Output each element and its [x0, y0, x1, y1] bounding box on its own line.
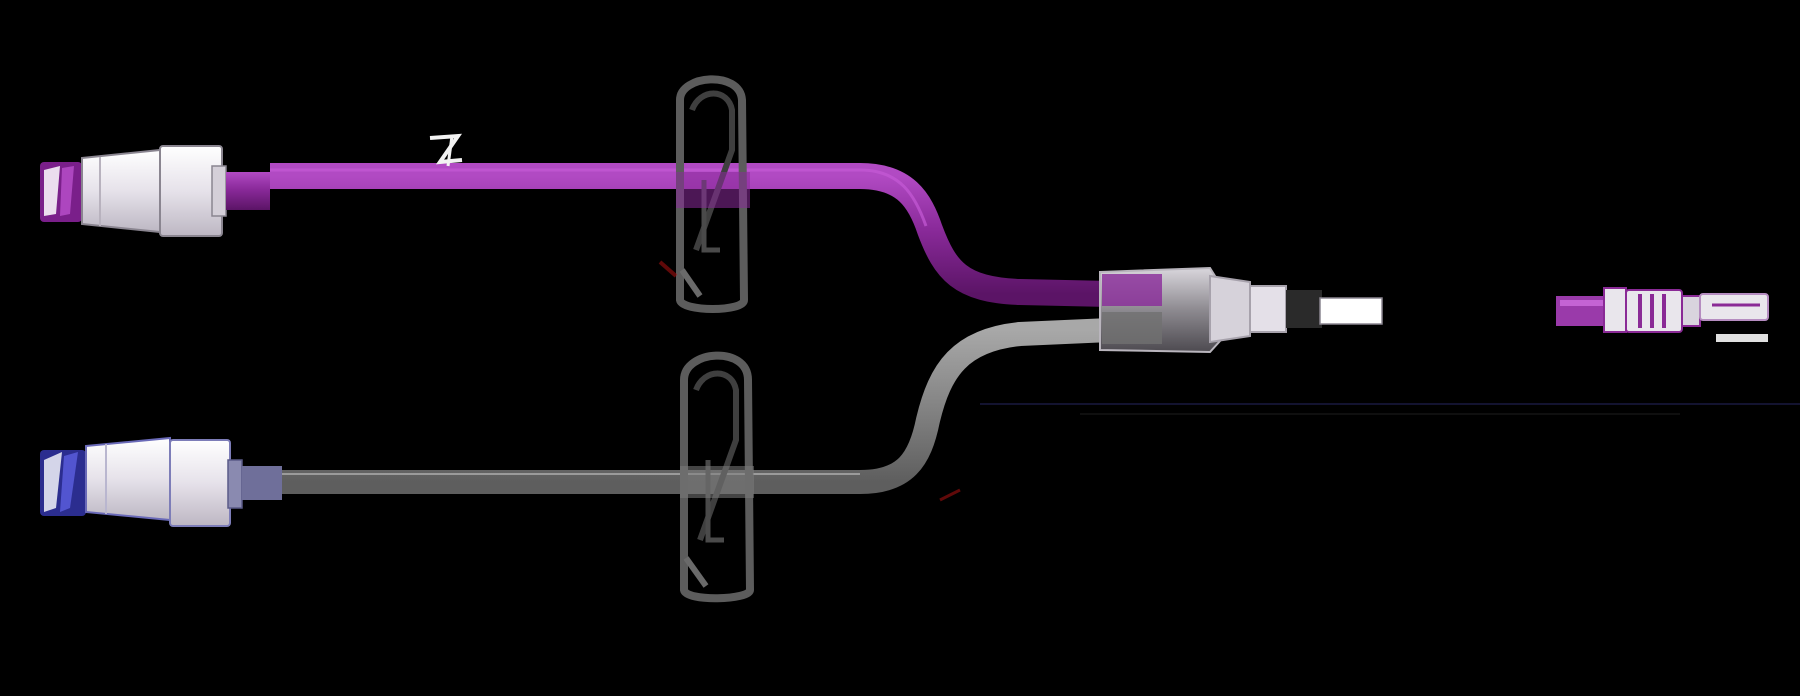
y-junction-icon — [1099, 266, 1322, 354]
luer-lock-connector-icon — [1603, 287, 1769, 342]
needleless-connector-icon — [40, 145, 227, 237]
needleless-connector-icon — [40, 436, 243, 527]
tubing-mark — [429, 133, 463, 167]
slide-clamp-icon — [676, 75, 750, 313]
outlet-line — [1319, 296, 1608, 326]
background-artifacts — [658, 260, 1800, 502]
slide-clamp-icon — [680, 351, 755, 603]
gray-line — [40, 318, 1111, 527]
purple-line — [40, 133, 1111, 307]
